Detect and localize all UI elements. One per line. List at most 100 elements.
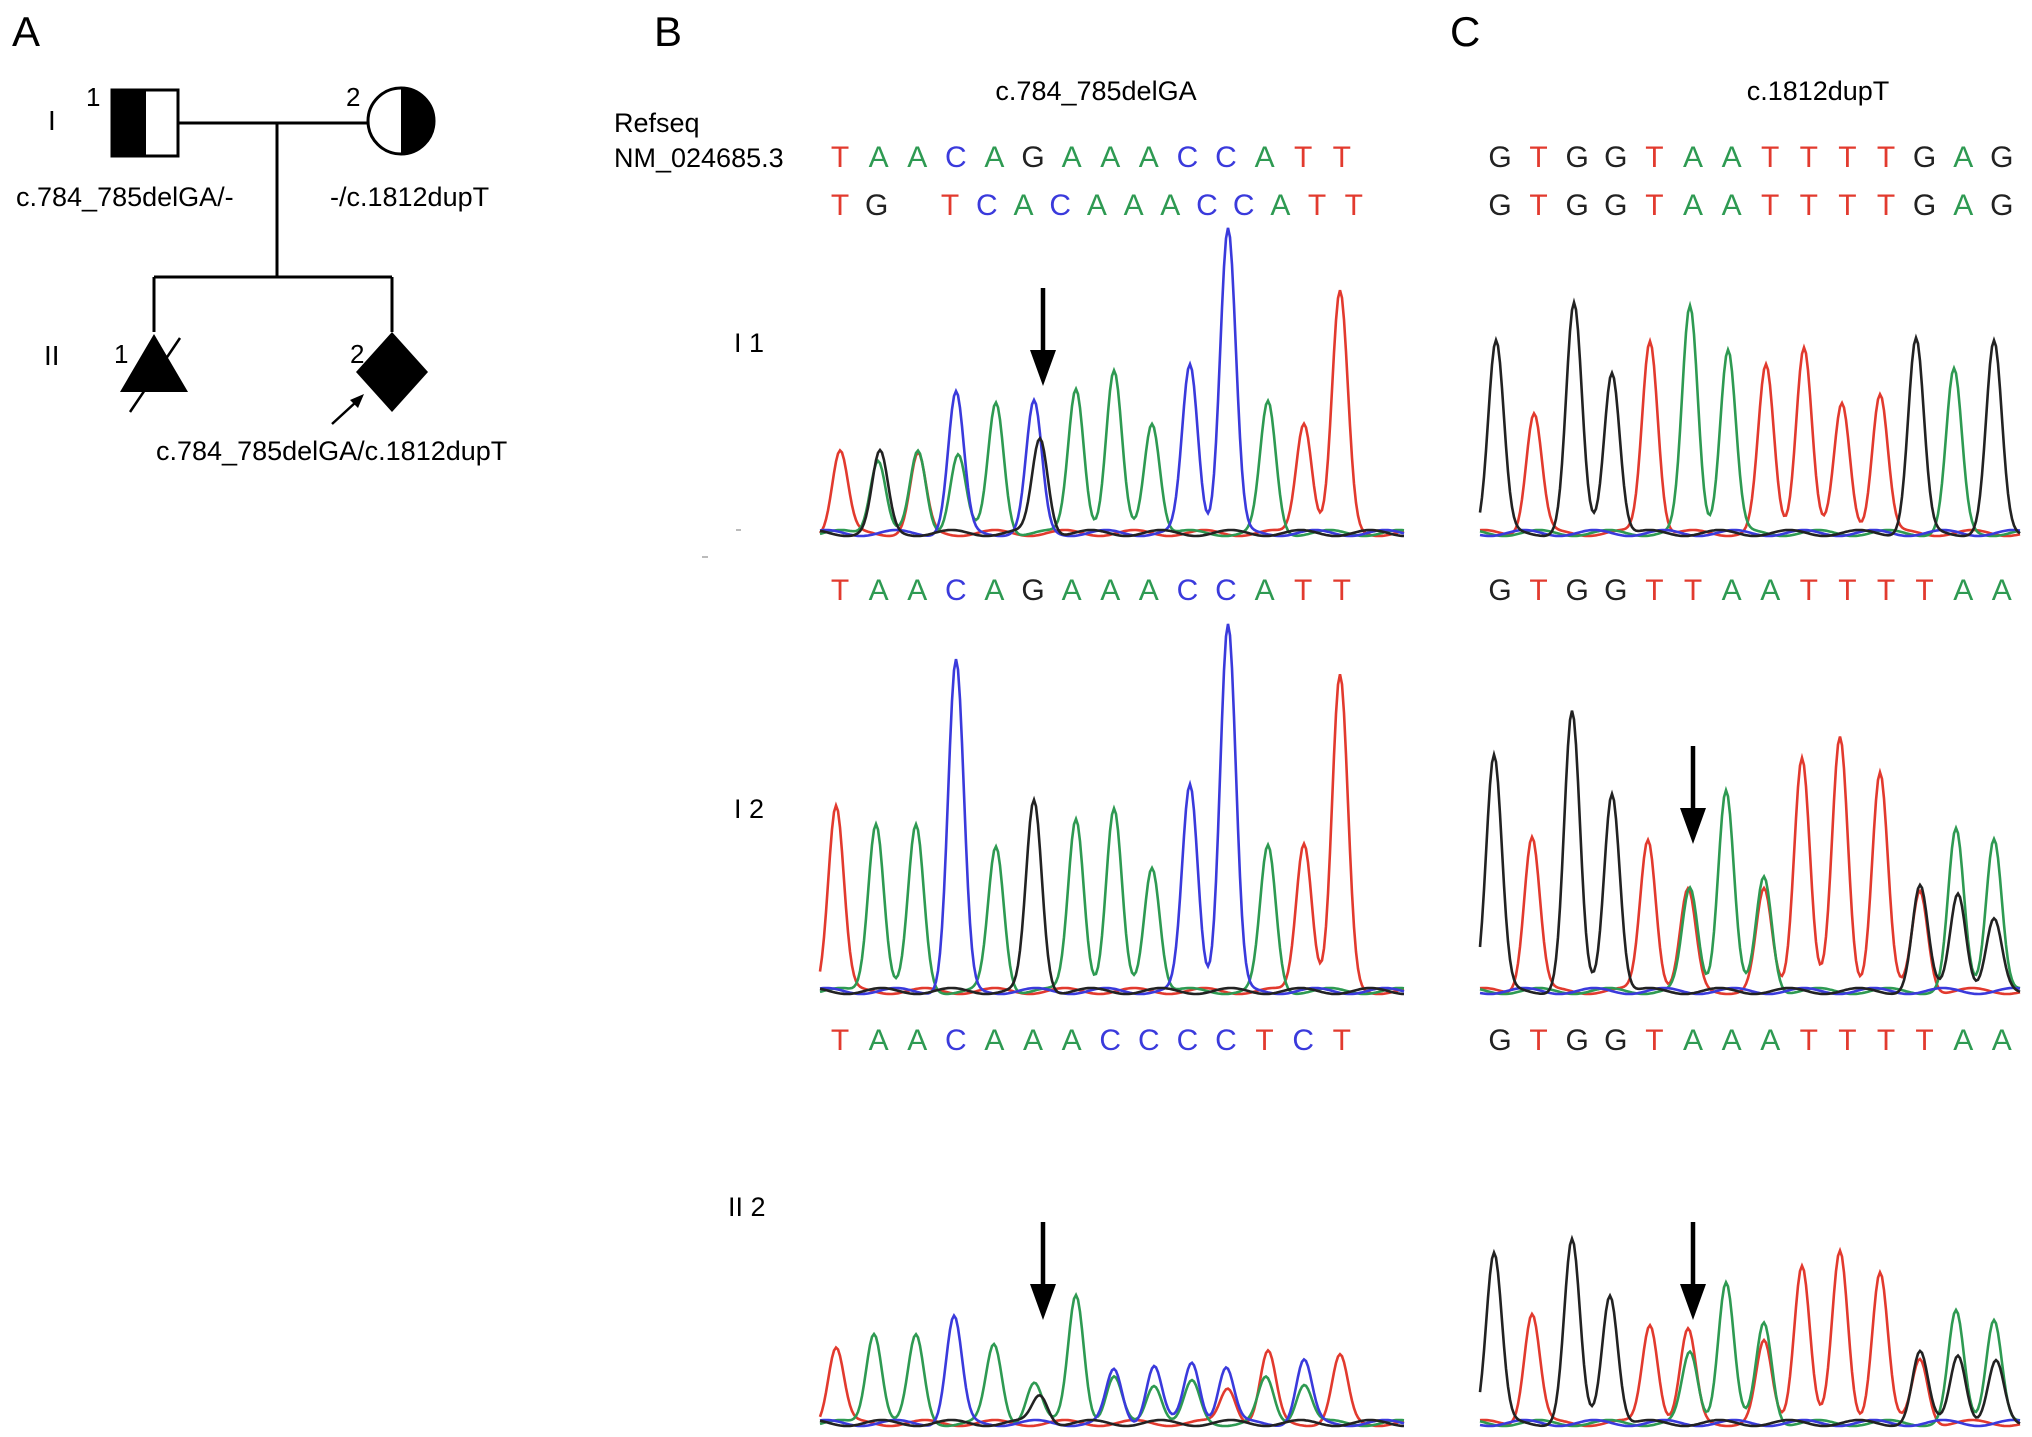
row-label-i1: I 1 (734, 328, 764, 358)
base-letter: A (1270, 189, 1290, 222)
base-letter: T (1645, 141, 1663, 174)
base-letter: T (1294, 141, 1312, 174)
base-letter: A (1139, 574, 1159, 607)
panel-b-title: c.784_785delGA (995, 76, 1196, 106)
base-letter: T (1345, 189, 1363, 222)
base-letter: G (1913, 189, 1936, 222)
trace-line (1478, 1234, 2021, 1428)
child1-deceased-symbol (120, 334, 188, 413)
base-letter: G (1990, 141, 2013, 174)
base-letter: C (976, 189, 998, 222)
base-letter: T (1529, 141, 1547, 174)
base-letter: G (1488, 141, 1511, 174)
base-letter: A (1683, 1024, 1703, 1057)
generation-label-ii: II (44, 340, 60, 371)
trace-line (1479, 300, 2021, 538)
base-letter: T (1333, 141, 1351, 174)
row-label-ii2: II 2 (728, 1192, 766, 1222)
base-letter: C (945, 141, 967, 174)
base-letter: A (1023, 1024, 1043, 1057)
base-letter: C (1177, 574, 1199, 607)
base-letter: T (1761, 141, 1779, 174)
base-letter: A (1992, 574, 2012, 607)
base-letter: T (1877, 1024, 1895, 1057)
trace-line (819, 1393, 1405, 1428)
mutation-arrow-icon (1030, 288, 1056, 386)
trace-line (1478, 710, 2021, 996)
base-letter: G (1488, 189, 1511, 222)
base-letter: C (1292, 1024, 1314, 1057)
base-letter: C (1215, 574, 1237, 607)
base-letter: T (1838, 574, 1856, 607)
base-letter: A (1013, 189, 1033, 222)
base-letter: A (1139, 141, 1159, 174)
base-letter: T (1800, 574, 1818, 607)
base-letter: G (1021, 141, 1044, 174)
mutation-arrow-icon (1680, 746, 1706, 844)
base-letter: C (1049, 189, 1071, 222)
proband-arrow-icon (331, 394, 364, 425)
base-letter: C (945, 574, 967, 607)
base-letter: A (1953, 1024, 1973, 1057)
mutation-arrow-icon (1680, 1222, 1706, 1320)
trace-line (819, 435, 1405, 538)
base-letter: T (1877, 189, 1895, 222)
trace-line (819, 795, 1405, 996)
base-letter: T (1684, 574, 1702, 607)
base-letter: A (1992, 1024, 2012, 1057)
proband-symbol (356, 332, 428, 412)
base-letter: C (1138, 1024, 1160, 1057)
base-letter: A (869, 574, 889, 607)
panel-letter-b: B (654, 8, 682, 55)
base-letter: T (1915, 574, 1933, 607)
base-letter: T (1529, 574, 1547, 607)
base-letter: C (1215, 1024, 1237, 1057)
base-letter: A (1760, 1024, 1780, 1057)
base-letter: T (1333, 574, 1351, 607)
chromatogram-b-ii2 (818, 1291, 1405, 1428)
base-letter: A (1062, 141, 1082, 174)
chromatogram-b-i1 (818, 227, 1405, 538)
base-letter: T (831, 141, 849, 174)
base-letter: A (1683, 189, 1703, 222)
base-letter: A (1722, 574, 1742, 607)
trace-line (818, 673, 1405, 996)
base-letter: A (984, 141, 1004, 174)
base-letter: A (1160, 189, 1180, 222)
trace-line (1479, 1418, 2021, 1428)
base-letter: T (831, 1024, 849, 1057)
base-letter: A (907, 1024, 927, 1057)
base-letter: T (1838, 189, 1856, 222)
base-letter: A (907, 574, 927, 607)
base-letter: A (1087, 189, 1107, 222)
base-letter: C (945, 1024, 967, 1057)
base-letter: A (1722, 1024, 1742, 1057)
base-letter: T (1838, 141, 1856, 174)
trace-line (819, 1291, 1405, 1428)
mother-symbol (366, 86, 436, 156)
trace-line (1479, 1246, 2021, 1428)
trace-line (1478, 297, 2021, 538)
base-letter: G (1990, 189, 2013, 222)
base-letter: A (1255, 141, 1275, 174)
trace-line (819, 366, 1405, 538)
panel-c-title: c.1812dupT (1747, 76, 1890, 106)
pedigree-lines (152, 121, 394, 332)
chromatogram-c-i1 (1478, 297, 2021, 538)
base-letter: T (1915, 1024, 1933, 1057)
base-letter: G (1566, 189, 1589, 222)
base-letter: G (1566, 1024, 1589, 1057)
base-letter: C (1233, 189, 1255, 222)
base-letter: G (1604, 189, 1627, 222)
base-letter: A (869, 141, 889, 174)
base-letter: T (1800, 189, 1818, 222)
child1-number: 1 (114, 339, 128, 369)
base-letter: A (1124, 189, 1144, 222)
